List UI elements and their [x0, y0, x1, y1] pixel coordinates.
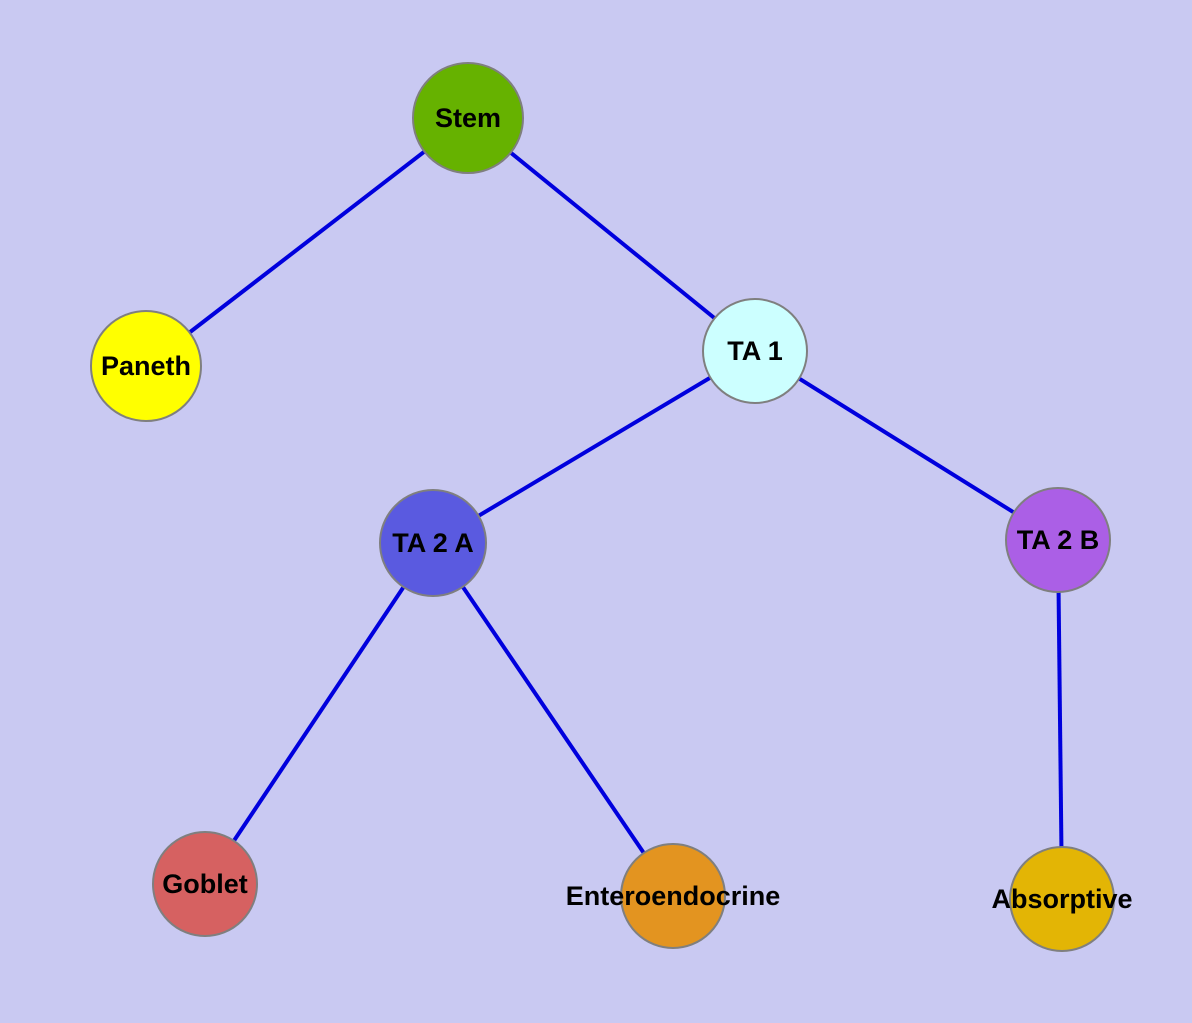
edge-ta2a-enteroendocrine[interactable]: [431, 541, 675, 898]
node-circle-ta2b[interactable]: [1005, 487, 1111, 593]
node-circle-absorptive[interactable]: [1009, 846, 1115, 952]
edge-layer: [144, 116, 1064, 900]
node-circle-ta1[interactable]: [702, 298, 808, 404]
edge-ta1-ta2b[interactable]: [753, 349, 1060, 542]
node-enteroendocrine[interactable]: Enteroendocrine: [566, 843, 781, 949]
node-ta2b[interactable]: TA 2 B: [1005, 487, 1111, 593]
node-goblet[interactable]: Goblet: [152, 831, 258, 937]
node-paneth[interactable]: Paneth: [90, 310, 202, 422]
node-absorptive[interactable]: Absorptive: [991, 846, 1133, 952]
node-ta1[interactable]: TA 1: [702, 298, 808, 404]
node-circle-stem[interactable]: [412, 62, 524, 174]
node-stem[interactable]: Stem: [412, 62, 524, 174]
edge-ta1-ta2a[interactable]: [431, 349, 757, 545]
edge-ta2b-absorptive[interactable]: [1056, 539, 1064, 900]
node-ta2a[interactable]: TA 2 A: [379, 489, 487, 597]
node-circle-ta2a[interactable]: [379, 489, 487, 597]
node-circle-goblet[interactable]: [152, 831, 258, 937]
edge-ta2a-goblet[interactable]: [203, 541, 435, 886]
edge-stem-paneth[interactable]: [144, 116, 470, 368]
edge-stem-ta1[interactable]: [466, 116, 757, 353]
node-circle-enteroendocrine[interactable]: [620, 843, 726, 949]
node-circle-paneth[interactable]: [90, 310, 202, 422]
